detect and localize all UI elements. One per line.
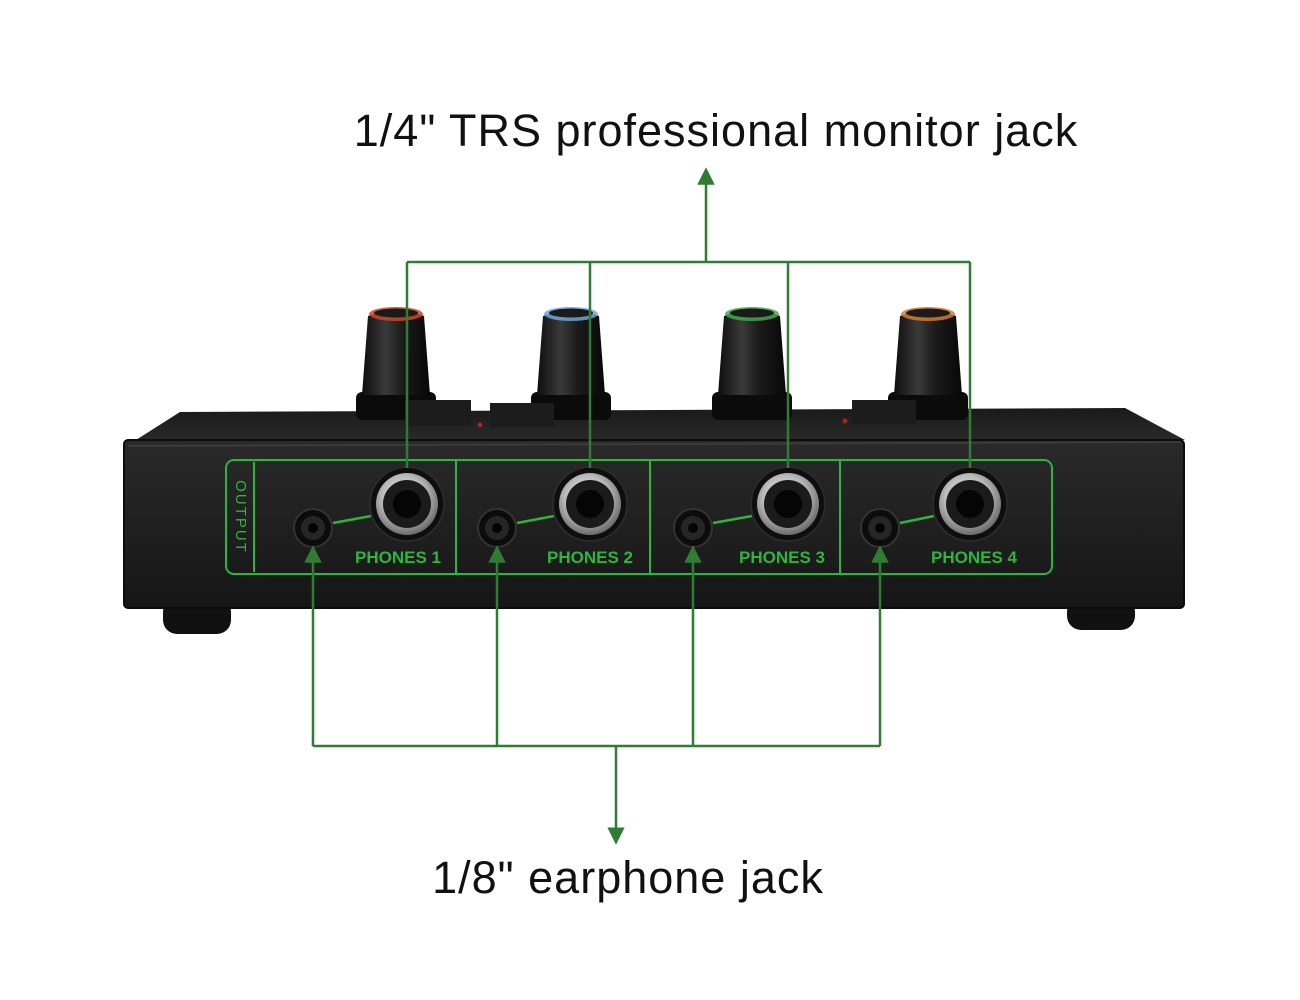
trs-jack-1[interactable] xyxy=(369,466,445,542)
output-channel-1: PHONES 1 xyxy=(293,466,445,567)
volume-knob-4[interactable] xyxy=(888,307,968,420)
phones-label-4: PHONES 4 xyxy=(931,548,1018,567)
trs-jack-3[interactable] xyxy=(750,466,826,542)
output-channel-3: PHONES 3 xyxy=(673,466,826,567)
indicator-led xyxy=(477,422,483,428)
output-section-label: OUTPUT xyxy=(232,480,249,554)
mini-jack-1[interactable] xyxy=(293,508,333,548)
output-panel-print: OUTPUT xyxy=(225,459,1053,575)
device-front-face xyxy=(123,439,1185,609)
phones-label-3: PHONES 3 xyxy=(739,548,825,567)
knob-skirt xyxy=(712,392,792,420)
knob-cap xyxy=(718,311,786,395)
jack-link-line xyxy=(899,514,935,525)
earphone-jack-caption: 1/8" earphone jack xyxy=(432,852,824,903)
indicator-led xyxy=(842,418,848,424)
knob-top xyxy=(730,308,774,318)
knob-top xyxy=(549,308,593,318)
output-panel-outline xyxy=(225,459,1053,575)
knob-cap xyxy=(537,311,605,395)
knob-cap xyxy=(362,311,430,395)
trs-jack-2[interactable] xyxy=(552,466,628,542)
knob-top xyxy=(374,308,418,318)
jack-link-line xyxy=(516,514,555,525)
jack-link-line xyxy=(712,514,753,525)
phones-label-2: PHONES 2 xyxy=(547,548,633,567)
knob-top xyxy=(906,308,950,318)
knob-guard xyxy=(490,403,554,427)
mini-jack-3[interactable] xyxy=(673,508,713,548)
jack-row: PHONES 1 PHONES 2 PHONES 3 PHONES 4 xyxy=(293,466,1018,567)
trs-jack-4[interactable] xyxy=(932,466,1008,542)
phones-label-1: PHONES 1 xyxy=(355,548,441,567)
headphone-amplifier-device: OUTPUT PHONES 1 PHONES 2 PHONES 3 PHONES 4 xyxy=(123,307,1185,634)
output-channel-4: PHONES 4 xyxy=(860,466,1018,567)
mini-jack-2[interactable] xyxy=(477,508,517,548)
knob-cap xyxy=(894,311,962,395)
volume-knobs xyxy=(356,307,968,427)
output-channel-2: PHONES 2 xyxy=(477,466,633,567)
trs-jack-caption: 1/4" TRS professional monitor jack xyxy=(354,105,1078,156)
mini-jack-4[interactable] xyxy=(860,508,900,548)
knob-guard xyxy=(405,400,471,426)
volume-knob-3[interactable] xyxy=(712,307,792,420)
jack-link-line xyxy=(332,514,372,525)
knob-guard xyxy=(852,400,916,424)
callout-lines xyxy=(304,167,972,845)
